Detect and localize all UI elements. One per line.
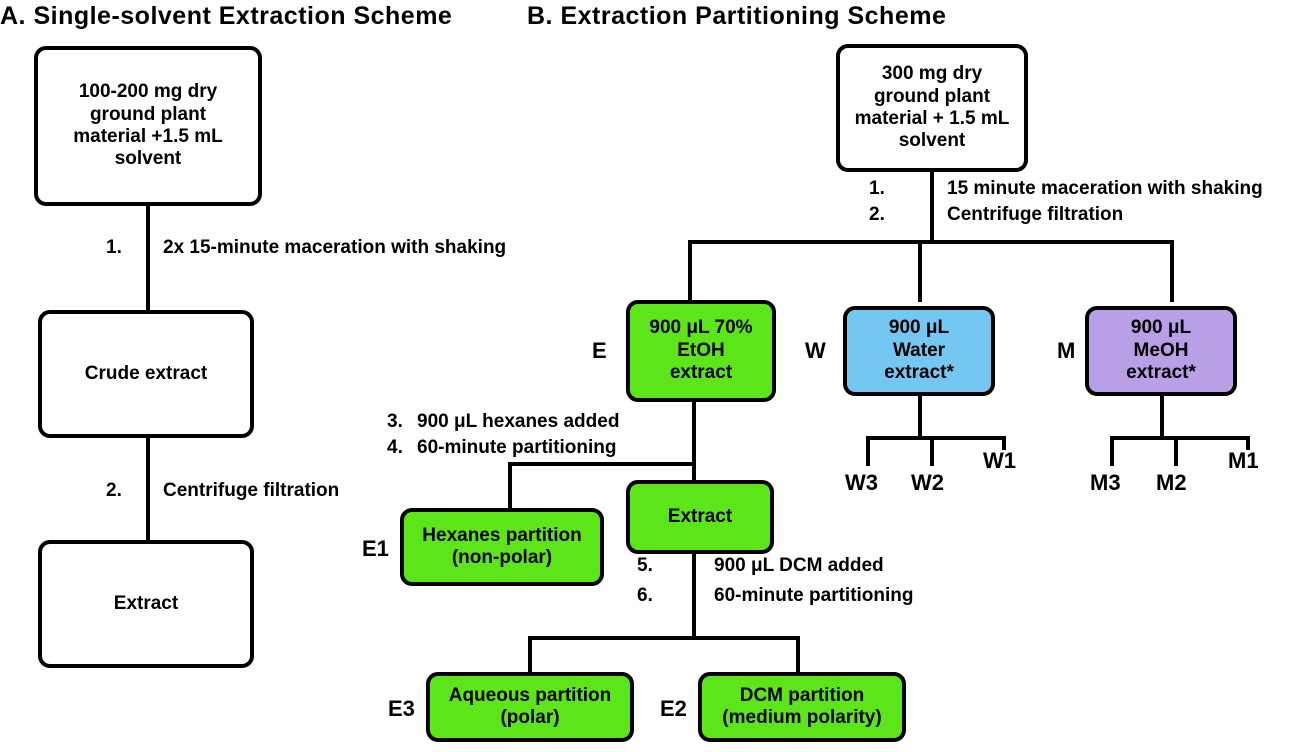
connector-e-stem [692,402,696,480]
node-dcm-line2: (medium polarity) [722,707,882,728]
node-etoh-line1: 900 μL 70% [649,317,753,339]
connector-w2 [930,436,934,466]
node-panel-b-start-label: 300 mg dry ground plant material + 1.5 m… [854,63,1010,152]
connector-b-branch-m [1170,240,1174,302]
partition-tag-e1: E1 [362,536,389,561]
connector-m-bar [1110,436,1250,440]
fraction-m2: M2 [1156,470,1187,495]
step-b-4-text: 60-minute partitioning [417,437,617,458]
step-b-4-number: 4. [387,437,403,458]
connector-m3 [1110,436,1114,466]
step-b-6-number: 6. [637,585,653,606]
branch-tag-e: E [592,338,607,363]
node-meoh-line1: 900 μL [1130,317,1192,339]
node-panel-a-extract-label: Extract [113,592,179,614]
node-dcm-line1: DCM partition [739,684,865,706]
connector-e2-drop [796,636,800,672]
fraction-w2: W2 [911,470,944,495]
step-b-5-number: 5. [637,555,653,576]
branch-tag-m: M [1057,338,1076,363]
connector-b-branch-e [688,240,692,302]
branch-tag-w: W [805,338,826,363]
node-meoh-line2: MeOH [1133,339,1189,361]
connector-a1 [146,206,150,310]
node-aqueous-line2: (polar) [500,707,560,728]
node-aqueous-partition: Aqueous partition (polar) [426,672,634,742]
node-etoh-line3: extract [669,362,733,384]
fraction-w1: W1 [983,448,1016,473]
partition-tag-e3: E3 [388,696,415,721]
connector-m-stem [1160,396,1164,436]
connector-w-bar [866,436,1006,440]
connector-w3 [866,436,870,466]
node-panel-a-start-label: 100-200 mg dry ground plant material +1.… [73,81,223,170]
connector-m2 [1174,436,1178,466]
step-a-2-text: Centrifuge filtration [163,480,340,501]
connector-extract-stem [692,554,696,636]
connector-b-branch-w [918,240,922,302]
node-panel-a-crude: Crude extract [38,310,254,438]
node-dcm-partition: DCM partition (medium polarity) [698,672,906,742]
node-water-line1: 900 μL [888,317,950,339]
node-panel-a-start: 100-200 mg dry ground plant material +1.… [34,46,262,206]
fraction-w3: W3 [845,470,878,495]
panel-a-title: A. Single-solvent Extraction Scheme [0,2,453,30]
connector-e-hex-drop [508,462,512,508]
node-panel-a-crude-label: Crude extract [84,362,208,384]
node-aqueous-line1: Aqueous partition [448,684,612,706]
connector-lower-bar [528,636,800,640]
node-water-line3: extract* [884,362,954,384]
step-a-1-text: 2x 15-minute maceration with shaking [163,237,507,258]
node-hexanes-line2: (non-polar) [451,547,553,568]
node-water-extract: 900 μL Water extract* [843,306,995,396]
connector-w1 [1002,436,1006,450]
connector-m1 [1246,436,1250,450]
step-b-1-text: 15 minute maceration with shaking [947,178,1263,199]
connector-b-branch-bar [688,240,1174,244]
step-b-3-text: 900 μL hexanes added [417,411,620,432]
panel-b-title: B. Extraction Partitioning Scheme [527,2,947,30]
connector-e3-drop [528,636,532,672]
step-b-6-text: 60-minute partitioning [714,585,914,606]
node-hexanes-partition: Hexanes partition (non-polar) [400,508,604,586]
node-panel-b-start: 300 mg dry ground plant material + 1.5 m… [836,44,1028,172]
node-etoh-line2: EtOH [677,339,725,361]
connector-e-hex-bar [508,462,696,466]
node-extract-green-label: Extract [667,505,733,527]
node-meoh-extract: 900 μL MeOH extract* [1085,306,1237,396]
node-meoh-line3: extract* [1126,362,1196,384]
node-extract-green: Extract [626,480,774,554]
step-b-2-text: Centrifuge filtration [947,204,1124,225]
step-a-2-number: 2. [106,480,122,501]
step-b-5-text: 900 μL DCM added [714,555,884,576]
connector-a2 [146,438,150,542]
node-panel-a-extract: Extract [38,540,254,668]
step-b-1-number: 1. [869,178,885,199]
fraction-m1: M1 [1228,448,1259,473]
connector-b-stem [930,172,934,240]
fraction-m3: M3 [1090,470,1121,495]
node-hexanes-line1: Hexanes partition [422,524,582,546]
step-a-1-number: 1. [106,237,122,258]
connector-w-stem [918,396,922,436]
node-water-line2: Water [892,339,946,361]
step-b-2-number: 2. [869,204,885,225]
partition-tag-e2: E2 [660,696,687,721]
node-etoh-extract: 900 μL 70% EtOH extract [626,300,776,402]
step-b-3-number: 3. [387,411,403,432]
